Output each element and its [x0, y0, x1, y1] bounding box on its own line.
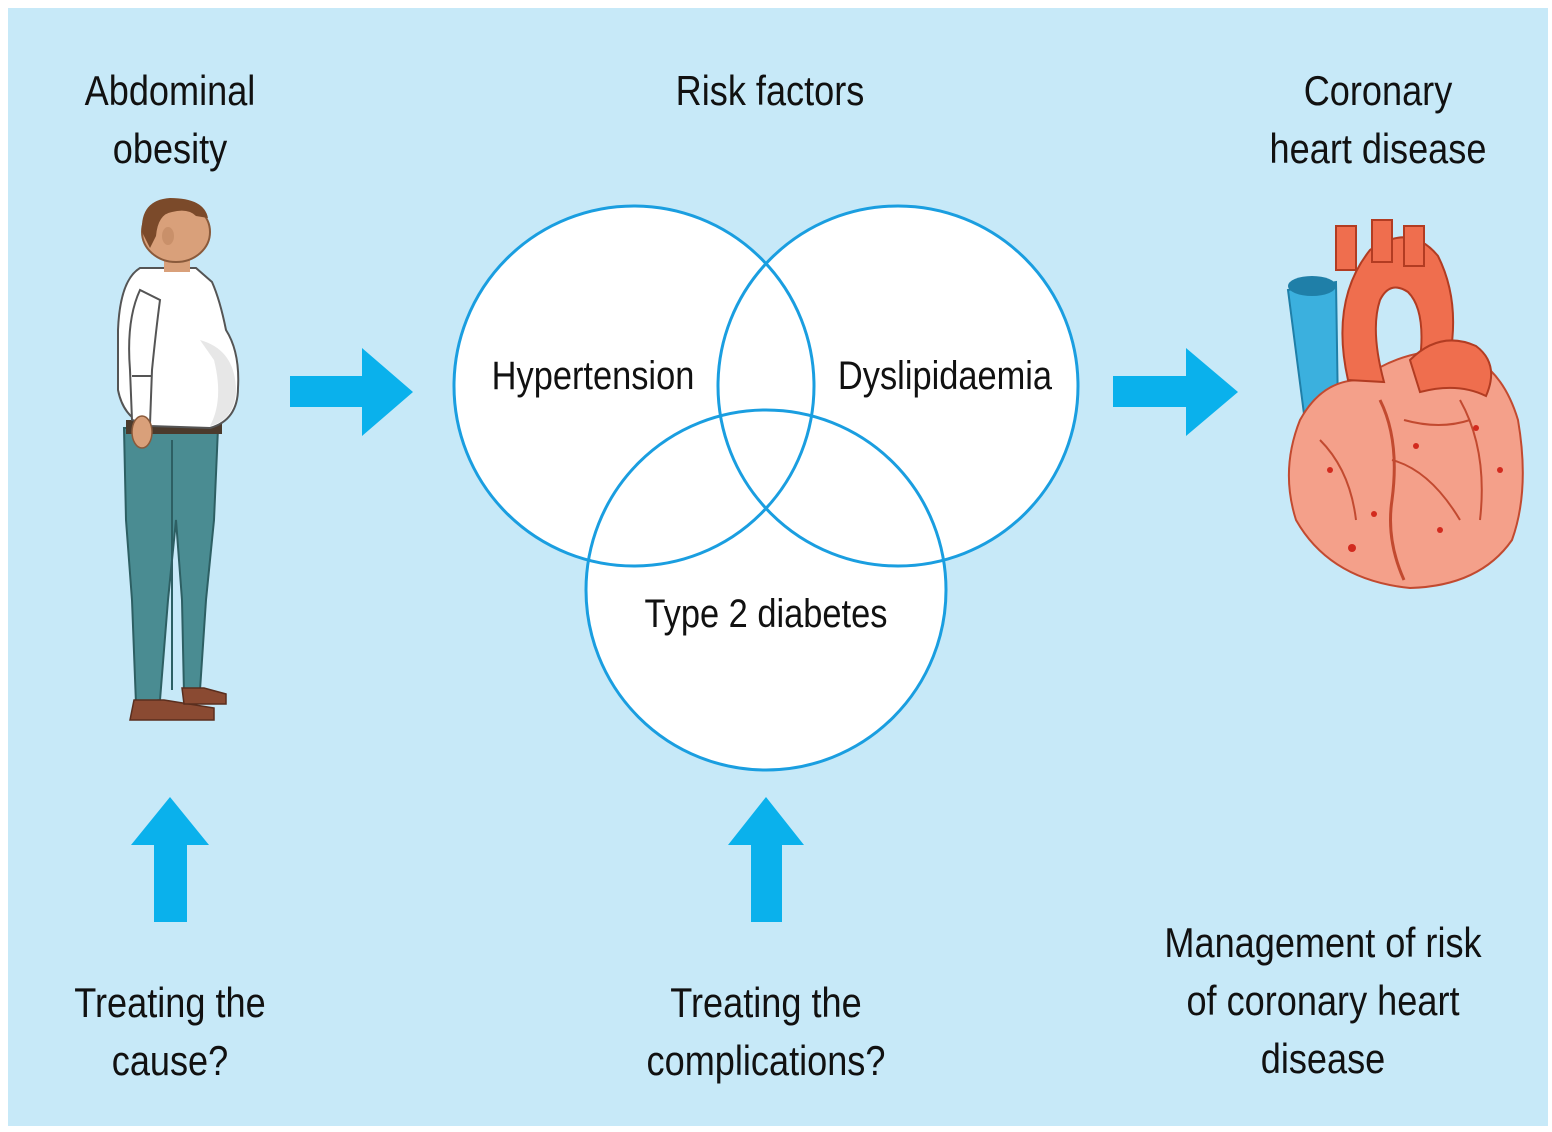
arrow-up-treating-cause: [131, 797, 209, 922]
caption-treating-cause-line2: cause?: [111, 1037, 229, 1084]
arrow-up-treating-complications: [728, 797, 804, 922]
heading-coronary-heart-disease: Coronary heart disease: [1256, 62, 1500, 178]
caption-treating-complications-line1: Treating the: [670, 979, 862, 1026]
venn-label-hypertension: Hypertension: [491, 354, 695, 398]
venn-diagram: [452, 204, 1080, 772]
heading-coronary-line1: Coronary: [1303, 67, 1453, 114]
caption-management-line3: disease: [1260, 1035, 1386, 1082]
heading-abdominal-obesity-line2: obesity: [112, 125, 228, 172]
arrow-right-risk-to-heart: [1113, 348, 1238, 436]
heading-risk-factors: Risk factors: [675, 67, 865, 114]
venn-label-type2-diabetes: Type 2 diabetes: [644, 592, 888, 636]
venn-circle-diabetes: [584, 408, 948, 772]
heading-abdominal-obesity-line1: Abdominal: [84, 67, 256, 114]
arrow-right-obesity-to-risk: [290, 348, 413, 436]
caption-management-line2: of coronary heart: [1186, 977, 1460, 1024]
venn-label-dyslipidaemia: Dyslipidaemia: [837, 354, 1053, 398]
caption-management-of-risk: Management of risk of coronary heart dis…: [1147, 914, 1500, 1088]
caption-treating-complications-line2: complications?: [646, 1037, 886, 1084]
obese-man-icon: [117, 198, 240, 721]
anatomical-heart-icon: [1286, 219, 1524, 590]
caption-treating-cause: Treating the cause?: [58, 974, 282, 1090]
heading-abdominal-obesity: Abdominal obesity: [65, 62, 275, 178]
caption-treating-complications: Treating the complications?: [628, 974, 903, 1090]
heading-coronary-line2: heart disease: [1269, 125, 1487, 172]
venn-circle-hypertension: [452, 204, 816, 568]
caption-treating-cause-line1: Treating the: [74, 979, 266, 1026]
caption-management-line1: Management of risk: [1164, 919, 1482, 966]
venn-circle-dyslipidaemia: [716, 204, 1080, 568]
